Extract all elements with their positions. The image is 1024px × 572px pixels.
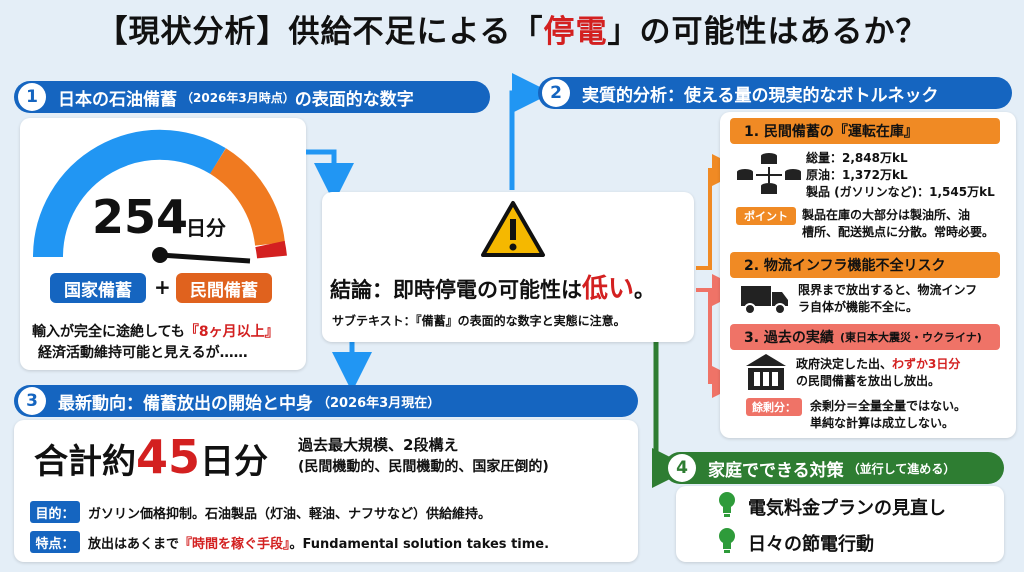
item1-crude: 原油：1,372万kL <box>806 168 908 182</box>
lightbulb-icon <box>719 528 735 553</box>
item2-title: 2. 物流インフラ機能不全リスク <box>730 252 1000 278</box>
item1-products: 製品 (ガソリンなど)：1,545万kL <box>806 185 995 199</box>
section1-banner: 1 日本の石油備蓄（2026年3月時点）の表面的な数字 <box>14 81 490 113</box>
item1-point-line1: 製品在庫の大部分は製油所、油 <box>802 208 971 222</box>
reserve-days-value: 254 <box>92 190 189 244</box>
release-total: 合計約45日分 <box>34 430 269 484</box>
item3-line1: 政府決定した出、わずか3日分 <box>796 357 961 371</box>
section3-number: 3 <box>18 387 46 415</box>
arrow-to-item1 <box>696 154 744 270</box>
arrow-conclusion-to-s2 <box>509 73 552 190</box>
scale-line2: (民間機動的、民間機動的、国家圧倒的) <box>298 459 549 475</box>
gauge-red-arc <box>255 240 287 259</box>
plus-sign: + <box>154 275 171 299</box>
point-tag: ポイント <box>736 207 796 225</box>
item3-line3: 余剰分＝全量全量ではない。 <box>810 399 967 413</box>
purpose-tag: 目的： <box>30 501 80 523</box>
section3-card <box>14 420 638 562</box>
national-reserve-label: 国家備蓄 <box>50 273 146 303</box>
section2-number: 2 <box>542 79 570 107</box>
gauge-pivot <box>152 247 168 263</box>
conclusion-text: 結論：即時停電の可能性は低い。 <box>330 274 656 304</box>
lightbulb-icon <box>719 492 735 517</box>
item1-point-line2: 槽所、配送拠点に分散。常時必要。 <box>802 225 995 239</box>
feature-text: 放出はあくまで『時間を稼ぐ手段』。Fundamental solution ta… <box>88 537 550 552</box>
truck-icon <box>741 286 788 315</box>
arrow-to-s4 <box>652 342 692 488</box>
measure-item2: 日々の節電行動 <box>748 534 874 555</box>
section1-number: 1 <box>18 83 46 111</box>
scale-line1: 過去最大規模、2段構え <box>298 436 459 454</box>
section2-banner: 2 実質的分析：使える量の現実的なボトルネック <box>538 77 1012 109</box>
gauge-needle <box>159 252 251 264</box>
section4-banner: 4 家庭でできる対策（並行して進める） <box>664 452 1004 484</box>
feature-tag: 特点： <box>30 531 80 553</box>
item2-line2: ラ自体が機能不全に。 <box>798 300 919 314</box>
item3-title: 3. 過去の実績(東日本大震災・ウクライナ) <box>730 324 1000 350</box>
section1-note: 輸入が完全に途絶しても『8ヶ月以上』 経済活動維持可能と見えるが…… <box>32 324 279 361</box>
purpose-text: ガソリン価格抑制。石油製品（灯油、軽油、ナフサなど）供給維持。 <box>88 507 492 522</box>
section3-banner: 3 最新動向：備蓄放出の開始と中身（2026年3月現在） <box>14 385 638 417</box>
measure-item1: 電気料金プランの見直し <box>748 498 946 519</box>
gauge-blue-arc <box>32 129 226 258</box>
section4-number: 4 <box>668 454 696 482</box>
warning-icon <box>481 201 545 257</box>
surplus-tag: 餘剰分： <box>746 398 802 416</box>
item3-line4: 単純な計算は成立しない。 <box>810 416 955 430</box>
gauge-orange-arc <box>209 148 285 247</box>
gauge-chart <box>32 129 287 264</box>
item2-line1: 限界まで放出すると、物流インフ <box>798 283 978 297</box>
page-title: 【現状分析】供給不足による「停電」の可能性はあるか？ <box>96 14 928 50</box>
reserve-days-unit: 日分 <box>186 216 226 240</box>
item1-title: 1. 民間備蓄の『運転在庫』 <box>730 118 1000 144</box>
item1-total: 総量：2,848万kL <box>806 151 908 165</box>
private-reserve-label: 民間備蓄 <box>176 273 272 303</box>
network-tanks-icon <box>737 153 801 194</box>
arrow-s1-to-conclusion <box>306 149 354 203</box>
conclusion-subtext: サブテキスト：『備蓄』の表面的な数字と実態に注意。 <box>332 314 626 328</box>
building-icon <box>746 354 786 390</box>
item3-line2: の民間備蓄を放出し放出。 <box>796 374 941 388</box>
